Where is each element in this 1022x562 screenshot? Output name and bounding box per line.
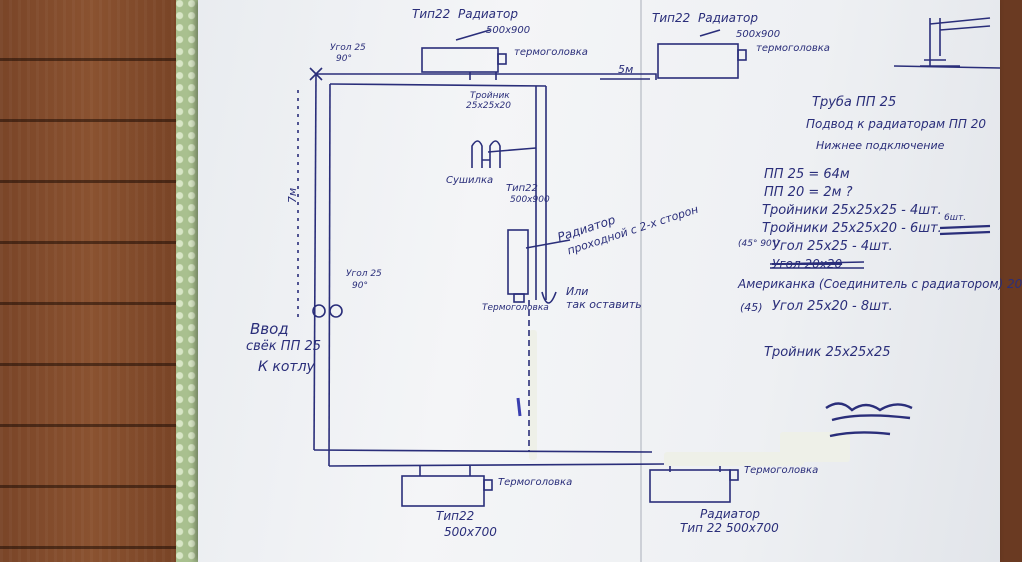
label-valve-top-left: термоголовка bbox=[514, 47, 588, 58]
dryer-pipe bbox=[487, 147, 537, 153]
note-line4: ПП 25 = 64м bbox=[764, 167, 850, 182]
scribble bbox=[825, 402, 913, 438]
label-inlet-2: свёк ПП 25 bbox=[246, 339, 322, 354]
pipe-bottom-outer bbox=[313, 449, 653, 453]
stub-bottom-left bbox=[419, 466, 471, 476]
label-tee-top-size: 25х25х20 bbox=[466, 101, 512, 111]
valve-top-right bbox=[737, 49, 747, 61]
note-line8-angles: (45° 90°) bbox=[738, 239, 780, 249]
label-dryer: Сушилка bbox=[446, 175, 494, 186]
label-type-top-right: Тип22 bbox=[652, 11, 691, 25]
label-radiator-top-right: Радиатор bbox=[698, 11, 758, 25]
note-line7-extra: 6шт. bbox=[944, 213, 967, 223]
pipe-top-inner bbox=[329, 83, 547, 87]
label-type-top-left: Тип22 bbox=[412, 7, 451, 21]
label-inlet-1: Ввод bbox=[250, 320, 289, 338]
note-line12: Тройник 25х25х25 bbox=[764, 345, 891, 360]
radiator-top-left bbox=[421, 47, 499, 73]
label-5m: 5м bbox=[618, 63, 634, 76]
inlet-circle-1 bbox=[312, 304, 326, 318]
label-valve-bottom-left: Термоголовка bbox=[498, 477, 573, 488]
note-line7: Тройники 25х25х20 - 6шт. bbox=[762, 221, 942, 236]
label-valve-top-right: термоголовка bbox=[756, 43, 830, 54]
label-corner-inlet: Угол 25 bbox=[346, 269, 382, 279]
leader-top-right bbox=[699, 29, 721, 37]
paper-sheet bbox=[198, 0, 1000, 562]
valve-middle bbox=[513, 293, 525, 303]
scribble-line9 bbox=[769, 261, 865, 269]
valve-top-left bbox=[497, 53, 507, 65]
radiator-middle bbox=[507, 229, 529, 295]
label-type-bottom-left: Тип22 bbox=[436, 509, 475, 523]
label-7m: 7м bbox=[286, 187, 300, 204]
radiator-top-right bbox=[657, 43, 739, 79]
paper-fold bbox=[640, 0, 642, 562]
pipe-top-outer bbox=[316, 73, 657, 80]
correction-blot-vertical bbox=[529, 330, 537, 460]
note-line3: Нижнее подключение bbox=[816, 139, 945, 152]
label-corner-top-angle: 90° bbox=[336, 54, 352, 64]
label-size-middle: 500х900 bbox=[510, 195, 550, 205]
label-radiator-top-left: Радиатор bbox=[458, 7, 518, 21]
label-valve-bottom-right: Термоголовка bbox=[744, 465, 819, 476]
pencil-mark bbox=[516, 397, 522, 417]
u-arc bbox=[541, 291, 557, 304]
stub-bottom-right bbox=[669, 466, 721, 472]
pipe-middle-riser bbox=[535, 86, 547, 300]
pipe-left-outer bbox=[313, 73, 317, 451]
label-corner-inlet-angle: 90° bbox=[352, 281, 368, 291]
valve-sketch bbox=[893, 17, 1001, 69]
note-line11-angle: (45) bbox=[740, 301, 763, 314]
note-line5: ПП 20 = 2м ? bbox=[764, 185, 853, 200]
note-line11: Угол 25х20 - 8шт. bbox=[772, 299, 893, 314]
note-line10: Американка (Соединитель с радиатором) 20 bbox=[738, 277, 1022, 291]
valve-bottom-left bbox=[483, 479, 493, 491]
note-line2: Подвод к радиаторам ПП 20 bbox=[806, 117, 986, 131]
valve-bottom-right bbox=[729, 469, 739, 481]
note-line9-struck: Угол 20х20 bbox=[772, 257, 843, 271]
label-size-bottom-left: 500х700 bbox=[444, 525, 497, 539]
scribble-line7 bbox=[939, 224, 991, 236]
radiator-bottom-left bbox=[401, 475, 485, 507]
label-radiator-bottom-right: Радиатор bbox=[700, 507, 760, 521]
leader-middle bbox=[525, 239, 571, 249]
radiator-bottom-right bbox=[649, 469, 731, 503]
note-line6: Тройники 25х25х25 - 4шт. bbox=[762, 203, 942, 218]
label-or: Или bbox=[566, 285, 589, 298]
correction-blot-right bbox=[780, 432, 850, 462]
dryer-coil bbox=[471, 140, 501, 168]
label-type-middle: Тип22 bbox=[506, 183, 538, 194]
label-tee-top: Тройник bbox=[470, 91, 510, 101]
stub-top-left bbox=[469, 72, 497, 80]
leader-top-left bbox=[455, 29, 491, 41]
correction-blot-bottom bbox=[664, 452, 804, 466]
label-valve-middle: Термоголовка bbox=[482, 303, 549, 313]
note-line1: Труба ПП 25 bbox=[812, 95, 897, 110]
label-inlet-3: К котлу bbox=[258, 359, 315, 375]
pipe-schematic bbox=[297, 17, 1001, 507]
label-size-bottom-right: Тип 22 500х700 bbox=[680, 521, 779, 535]
note-line8: Угол 25х25 - 4шт. bbox=[772, 239, 893, 254]
label-size-top-right: 500х900 bbox=[736, 29, 781, 40]
pipe-left-inner bbox=[328, 83, 331, 467]
label-size-top-left: 500х900 bbox=[486, 25, 531, 36]
inlet-circle-2 bbox=[329, 304, 343, 318]
label-or-2: так оставить bbox=[566, 298, 642, 311]
label-corner-top: Угол 25 bbox=[330, 43, 366, 53]
pipe-bottom-inner bbox=[328, 463, 665, 467]
corner-cross bbox=[309, 67, 323, 81]
